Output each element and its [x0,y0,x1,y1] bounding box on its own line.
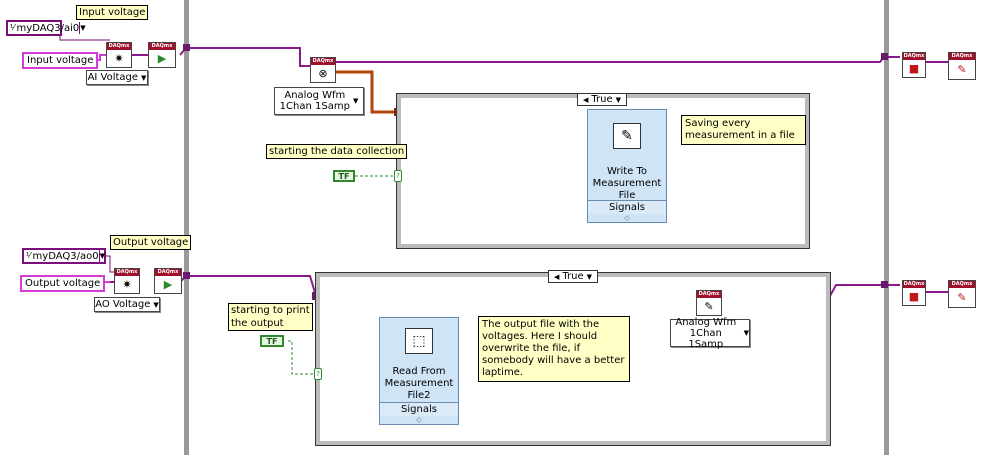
clear-task-vi-top[interactable]: DAQmx ✎ [948,52,976,80]
clear-task-icon: ✎ [957,291,967,304]
expand-icon[interactable]: ◇ [624,214,630,222]
input-name-constant[interactable]: Input voltage [22,52,99,69]
start-print-label-1: starting to print [231,305,310,316]
comment-top: Saving every measurement in a file [681,115,806,145]
create-channel-icon: ✷ [114,52,124,65]
expand-icon[interactable]: ◇ [416,416,422,424]
read-measurement-file-vi[interactable]: ⬚ Read From Measurement File2 Signals ◇ [379,317,459,425]
case-selector-terminal-bottom: ? [314,368,322,380]
loop-border-right [884,0,889,455]
start-print-label-2: the output [231,318,284,329]
chevron-down-icon[interactable]: ▼ [586,272,593,281]
daqmx-band: DAQmx [949,281,975,288]
start-task-icon: ▶ [157,52,167,65]
chevron-down-icon: ▼ [743,329,749,337]
daqmx-write-vi[interactable]: DAQmx ✎ [696,290,722,316]
write-measurement-file-vi[interactable]: ✎ Write To Measurement File Signals ◇ [587,109,667,223]
comment-bottom: The output file with the voltages. Here … [478,316,630,382]
chevron-down-icon: ▼ [352,97,359,105]
write-mode-line2: 1Chan 1Samp [688,327,724,350]
input-channel-value: myDAQ3/ai0 [16,22,80,34]
bool-constant-top[interactable]: TF [333,170,355,182]
start-task-vi-input[interactable]: DAQmx ▶ [148,42,176,68]
daqmx-band: DAQmx [903,281,925,288]
output-channel-constant[interactable]: ⅟ myDAQ3/ao0 ▼ [22,248,106,264]
loop-border-left [184,0,189,455]
tunnel-bot-left [183,272,190,279]
chevron-down-icon[interactable]: ▼ [79,22,86,34]
output-voltage-label: Output voltage [110,235,192,250]
io-icon: ⅟ [10,23,15,32]
bool-wire-bottom [288,340,316,375]
read-file-title-1: Read From [392,366,446,377]
daqmx-band: DAQmx [697,291,721,298]
daqmx-band: DAQmx [311,58,335,65]
ao-voltage-selector[interactable]: AO Voltage ▼ [94,297,160,312]
stop-task-vi-bottom[interactable]: DAQmx ■ [902,280,926,306]
stop-task-icon: ■ [908,62,920,75]
input-voltage-label: Input voltage [76,5,149,20]
read-file-title-3: File2 [407,390,431,401]
decrement-icon[interactable]: ◀ [553,272,560,281]
daqmx-band: DAQmx [949,53,975,60]
bool-constant-top-value: TF [338,171,350,181]
tunnel-top-right [881,53,888,60]
io-icon: ⅟ [26,251,31,260]
create-channel-icon: ✷ [122,278,132,291]
bool-constant-bottom-value: TF [266,336,278,346]
daqmx-write-icon: ✎ [704,300,714,313]
case-selector-top[interactable]: ◀ True ▼ [577,93,627,106]
create-channel-vi-input[interactable]: DAQmx ✷ [106,42,132,68]
daqmx-band: DAQmx [155,269,181,276]
ao-voltage-value: AO Voltage [95,299,151,310]
start-print-label: starting to print the output [228,303,313,331]
signals-terminal-bottom[interactable]: Signals [380,402,458,416]
daqmx-band: DAQmx [115,269,139,276]
ai-voltage-value: AI Voltage [87,72,139,83]
chevron-down-icon: ▼ [153,300,159,309]
stop-task-icon: ■ [908,290,920,303]
daqmx-band: DAQmx [903,53,925,60]
tunnel-top-left [183,44,190,51]
case-selector-bottom[interactable]: ◀ True ▼ [548,270,598,283]
start-collection-label: starting the data collection [266,144,408,159]
write-file-title-3: File [618,190,636,201]
start-task-icon: ▶ [163,278,173,291]
create-channel-vi-output[interactable]: DAQmx ✷ [114,268,140,294]
daqmx-band: DAQmx [149,43,175,50]
write-mode-line1: Analog Wfm [675,316,737,328]
tunnel-bot-right [881,281,888,288]
read-mode-line2: 1Chan 1Samp [279,101,350,112]
daqmx-read-icon: ⊗ [318,67,328,80]
read-mode-line1: Analog Wfm [284,90,346,101]
write-file-title-1: Write To [606,166,648,177]
task-wire-input-main [179,47,310,67]
clear-task-icon: ✎ [957,63,967,76]
case-selector-top-value: True [591,94,613,105]
ai-voltage-selector[interactable]: AI Voltage ▼ [86,70,148,85]
daqmx-read-vi[interactable]: DAQmx ⊗ [310,57,336,83]
decrement-icon[interactable]: ◀ [582,95,589,104]
output-name-constant[interactable]: Output voltage [20,275,106,292]
clear-task-vi-bottom[interactable]: DAQmx ✎ [948,280,976,308]
write-file-title-2: Measurement [592,178,662,189]
stop-task-vi-top[interactable]: DAQmx ■ [902,52,926,78]
task-wire-input-through [336,56,900,63]
output-channel-value: myDAQ3/ao0 [32,250,99,262]
chevron-down-icon[interactable]: ▼ [615,95,622,104]
bool-constant-bottom[interactable]: TF [260,335,284,347]
start-task-vi-output[interactable]: DAQmx ▶ [154,268,182,294]
chevron-down-icon: ▼ [141,73,147,82]
write-mode-selector[interactable]: Analog Wfm 1Chan 1Samp ▼ [670,316,750,350]
read-file-icon: ⬚ [405,328,433,354]
case-selector-terminal-top: ? [394,170,402,182]
read-mode-selector[interactable]: Analog Wfm 1Chan 1Samp ▼ [274,87,364,115]
input-channel-constant[interactable]: ⅟ myDAQ3/ai0 ▼ [6,20,86,36]
read-file-title-2: Measurement [384,378,454,389]
case-selector-bottom-value: True [562,271,584,282]
write-file-icon: ✎ [613,123,641,149]
chevron-down-icon[interactable]: ▼ [98,250,105,262]
signals-terminal-top[interactable]: Signals [588,200,666,214]
daqmx-band: DAQmx [107,43,131,50]
